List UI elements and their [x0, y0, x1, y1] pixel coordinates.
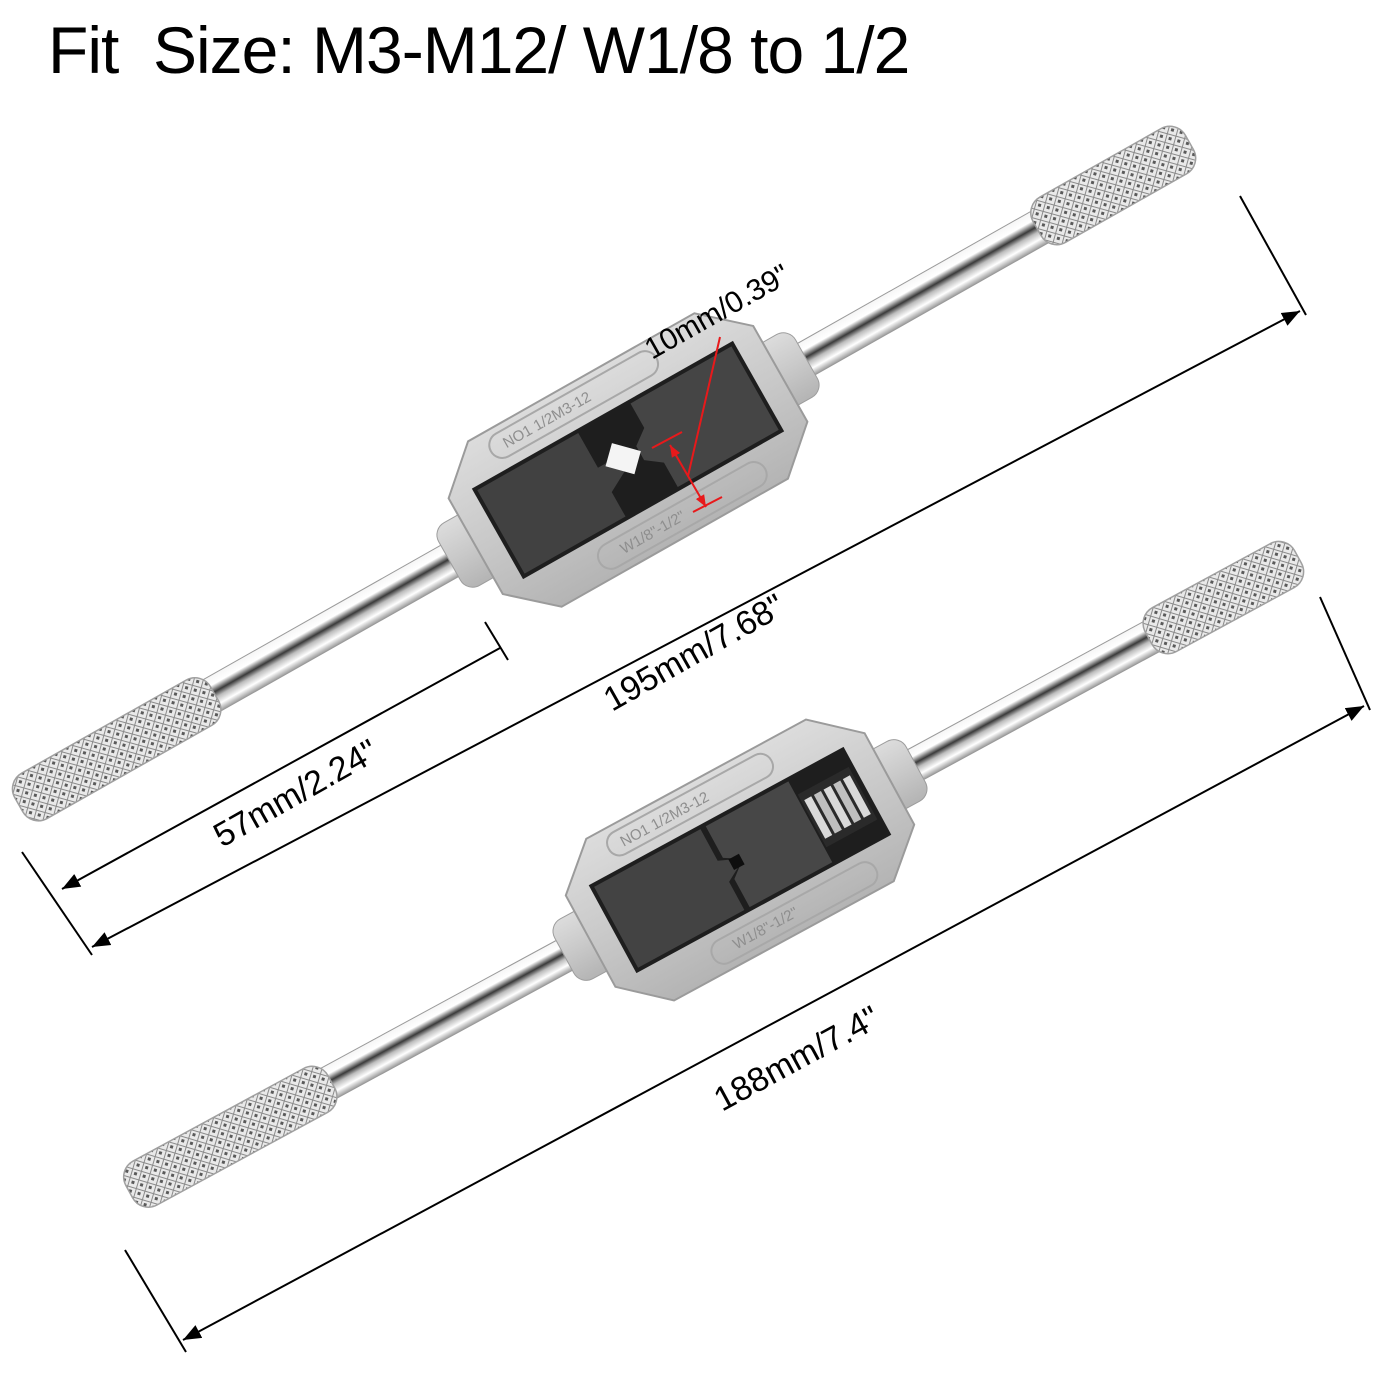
- knurled-handle-right: [1030, 125, 1197, 246]
- overall-dimension-bottom: 188mm/7.4": [124, 596, 1371, 1353]
- tap-wrench-top: NO1 1/2M3-12 W1/8"-1/2": [11, 125, 1197, 822]
- fit-size-title: Fit Size: M3-M12/ W1/8 to 1/2: [48, 13, 910, 87]
- knurled-handle-left: [122, 1065, 338, 1208]
- overall-length-label-bottom: 188mm/7.4": [708, 999, 886, 1119]
- knurled-handle-left: [11, 677, 222, 822]
- overall-length-label-top: 195mm/7.68": [597, 587, 791, 719]
- knurled-handle-right: [1142, 540, 1305, 655]
- tap-wrench-bottom: NO1 1/2M3-12 W1/8"-1/2": [122, 540, 1305, 1208]
